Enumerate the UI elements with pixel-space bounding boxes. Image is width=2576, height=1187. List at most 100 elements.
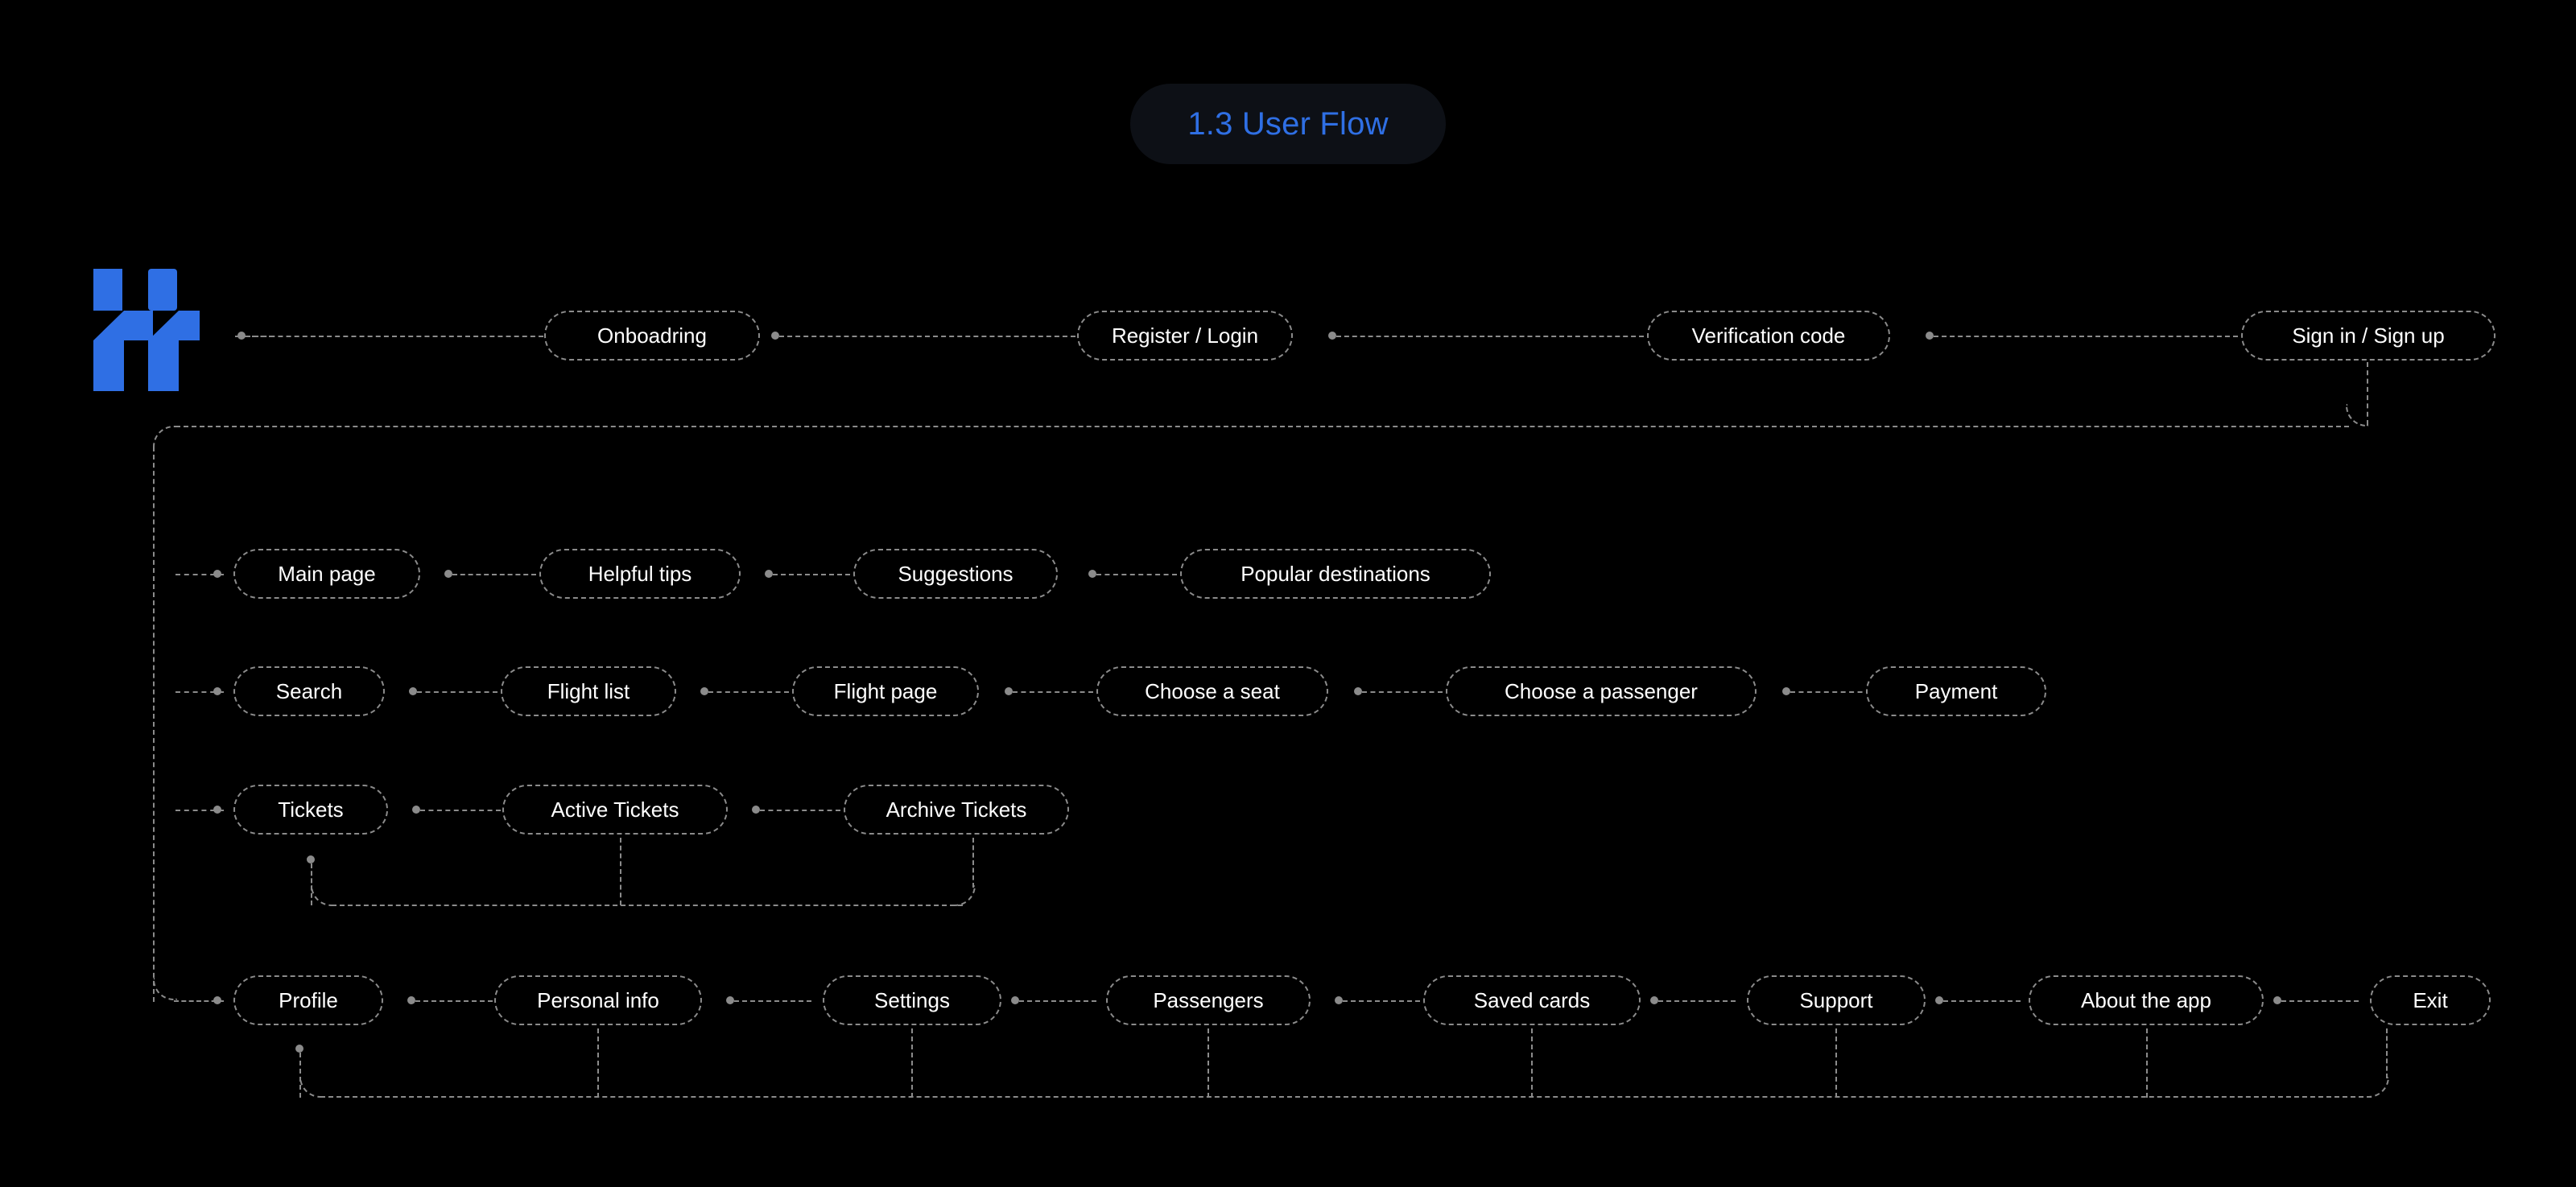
connector-dot — [237, 332, 246, 340]
connector-tickets-to-active — [420, 810, 501, 811]
node-label: Choose a seat — [1145, 679, 1280, 703]
return-line-exit — [2386, 1028, 2388, 1078]
return-line-savedcards — [1531, 1028, 1533, 1098]
node-personal-info[interactable]: Personal info — [494, 975, 702, 1025]
connector-dot — [1935, 996, 1943, 1004]
node-profile[interactable]: Profile — [233, 975, 383, 1025]
node-exit[interactable]: Exit — [2370, 975, 2491, 1025]
connector-seat-to-passenger — [1362, 691, 1443, 693]
node-label: Search — [275, 679, 343, 703]
node-passengers[interactable]: Passengers — [1106, 975, 1311, 1025]
node-helpful-tips[interactable]: Helpful tips — [539, 549, 741, 599]
connector-bus-to-mainpage — [175, 574, 224, 575]
bus-elbow-to-profile — [153, 978, 177, 1000]
node-label: Flight list — [547, 679, 630, 703]
node-search[interactable]: Search — [233, 666, 385, 716]
connector-dot — [700, 687, 708, 695]
node-support[interactable]: Support — [1747, 975, 1926, 1025]
node-label: Suggestions — [898, 562, 1013, 586]
return-line-profile — [299, 1053, 301, 1098]
connector-search-to-flightlist — [417, 691, 497, 693]
connector-savedcards-to-support — [1658, 1000, 1736, 1002]
connector-onboarding-to-register — [779, 336, 1075, 337]
connector-dot — [1328, 332, 1336, 340]
node-choose-a-passenger[interactable]: Choose a passenger — [1446, 666, 1757, 716]
node-label: Archive Tickets — [886, 798, 1027, 822]
node-label: Register / Login — [1111, 324, 1259, 348]
node-about-the-app[interactable]: About the app — [2029, 975, 2264, 1025]
node-label: Popular destinations — [1241, 562, 1430, 586]
bus-signin-down — [2367, 362, 2368, 425]
node-popular-destinations[interactable]: Popular destinations — [1180, 549, 1491, 599]
connector-passengers-to-savedcards — [1343, 1000, 1420, 1002]
connector-dot — [213, 996, 221, 1004]
node-label: Verification code — [1691, 324, 1846, 348]
connector-dot — [765, 570, 773, 578]
return-line-passengers — [1208, 1028, 1209, 1098]
node-onboarding[interactable]: Onboadring — [544, 311, 760, 361]
connector-dot — [771, 332, 779, 340]
node-active-tickets[interactable]: Active Tickets — [502, 785, 728, 835]
connector-tips-to-suggestions — [773, 574, 850, 575]
node-sign-in-sign-up[interactable]: Sign in / Sign up — [2241, 311, 2496, 361]
connector-dot — [1926, 332, 1934, 340]
connector-verification-to-signin — [1934, 336, 2238, 337]
connector-bus-to-profile — [174, 1000, 224, 1002]
return-line-settings — [911, 1028, 913, 1098]
bus-left-vertical — [153, 447, 155, 1002]
app-logo — [87, 259, 233, 406]
connector-flightpage-to-seat — [1013, 691, 1093, 693]
return-elbow-archive — [953, 885, 976, 906]
connector-personalinfo-to-settings — [734, 1000, 811, 1002]
connector-dot — [409, 687, 417, 695]
connector-bus-to-search — [175, 691, 224, 693]
connector-bus-to-tickets — [175, 810, 224, 811]
connector-dot — [1088, 570, 1096, 578]
node-choose-a-seat[interactable]: Choose a seat — [1096, 666, 1328, 716]
bus-elbow-top-left — [153, 426, 175, 450]
node-label: About the app — [2081, 988, 2211, 1012]
node-verification-code[interactable]: Verification code — [1647, 311, 1890, 361]
node-label: Profile — [279, 988, 338, 1012]
node-suggestions[interactable]: Suggestions — [853, 549, 1058, 599]
return-dot-tickets — [307, 855, 315, 863]
node-settings[interactable]: Settings — [823, 975, 1001, 1025]
connector-dot — [726, 996, 734, 1004]
connector-dot — [412, 806, 420, 814]
return-dot-profile — [295, 1045, 303, 1053]
node-register-login[interactable]: Register / Login — [1077, 311, 1293, 361]
node-payment[interactable]: Payment — [1866, 666, 2046, 716]
return-line-active — [620, 838, 621, 905]
node-flight-page[interactable]: Flight page — [792, 666, 979, 716]
connector-dot — [1011, 996, 1019, 1004]
connector-flightlist-to-flightpage — [708, 691, 789, 693]
node-label: Personal info — [537, 988, 659, 1012]
connector-dot — [444, 570, 452, 578]
node-tickets[interactable]: Tickets — [233, 785, 388, 835]
node-saved-cards[interactable]: Saved cards — [1423, 975, 1641, 1025]
connector-mainpage-to-tips — [452, 574, 536, 575]
node-label: Tickets — [278, 798, 344, 822]
node-main-page[interactable]: Main page — [233, 549, 420, 599]
connector-dot — [2273, 996, 2281, 1004]
return-elbow-exit — [2367, 1077, 2389, 1098]
connector-dot — [1335, 996, 1343, 1004]
connector-dot — [213, 570, 221, 578]
connector-about-to-exit — [2281, 1000, 2359, 1002]
return-line-personalinfo — [597, 1028, 599, 1098]
node-label: Onboadring — [597, 324, 707, 348]
connector-profile-to-personalinfo — [415, 1000, 493, 1002]
return-bus-tickets — [332, 905, 963, 906]
bus-top-horizontal — [175, 426, 2349, 427]
node-label: Flight page — [833, 679, 938, 703]
node-label: Active Tickets — [551, 798, 679, 822]
connector-dot — [213, 806, 221, 814]
connector-logo-to-onboarding-line — [246, 336, 543, 337]
return-bus-profile — [320, 1096, 2372, 1098]
node-label: Choose a passenger — [1505, 679, 1698, 703]
return-line-tickets — [311, 863, 312, 905]
connector-dot — [1782, 687, 1790, 695]
node-flight-list[interactable]: Flight list — [501, 666, 676, 716]
node-archive-tickets[interactable]: Archive Tickets — [844, 785, 1069, 835]
connector-active-to-archive — [760, 810, 840, 811]
